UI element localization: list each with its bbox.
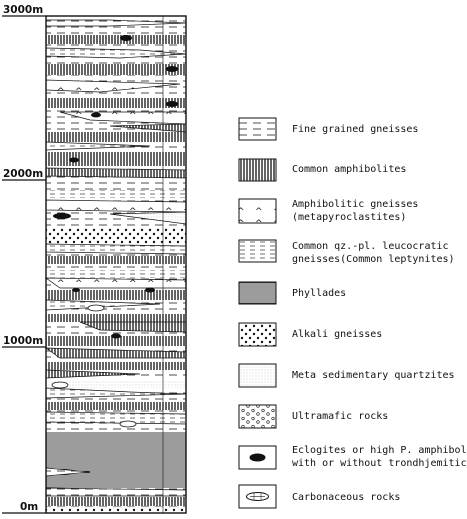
amphibolitic-gneiss-pattern-icon [239,199,276,223]
legend-label-eclogite-2: with or without trondhjemitic layers [292,458,467,469]
legend-label-amphibolite: Common amphibolites [292,164,406,175]
scale-label-0: 0m [20,501,38,513]
phyllade-pattern-icon [239,282,276,304]
legend-label-amph-gneiss-2: (metapyroclastites) [292,212,406,223]
scale-label-3000: 3000m [3,4,43,16]
fine-grained-gneiss-pattern-icon [239,118,276,140]
meta-sedimentary-quartzite-pattern-icon [239,364,276,387]
legend-label-quartzite: Meta sedimentary quartzites [292,370,455,381]
legend-label-eclogite-1: Eclogites or high P. amphibolites [292,445,467,456]
stratigraphic-column [46,16,186,513]
leucocratic-gneiss-pattern-icon [239,240,276,262]
legend-label-alkali: Alkali gneisses [292,329,382,340]
legend-label-phyllade: Phyllades [292,288,346,299]
legend-label-carbonaceous: Carbonaceous rocks [292,492,400,503]
legend-label-ultramafic: Ultramafic rocks [292,411,388,422]
scale-label-2000: 2000m [3,168,43,180]
legend-label-leptynite-1: Common qz.-pl. leucocratic [292,241,449,252]
eclogite-lens-icon [239,446,276,469]
common-amphibolite-pattern-icon [239,159,276,181]
depth-scale: 3000m 2000m 1000m 0m [2,4,46,513]
legend-label-amph-gneiss-1: Amphibolitic gneisses [292,199,418,210]
alkali-gneiss-pattern-icon [239,323,276,346]
carbonaceous-rock-icon [239,485,276,508]
legend: Fine grained gneisses Common amphibolite… [239,118,467,508]
legend-label-fine-gneiss: Fine grained gneisses [292,124,418,135]
legend-label-leptynite-2: gneisses(Common leptynites) [292,254,455,265]
scale-label-1000: 1000m [3,335,43,347]
ultramafic-rock-pattern-icon [239,405,276,428]
